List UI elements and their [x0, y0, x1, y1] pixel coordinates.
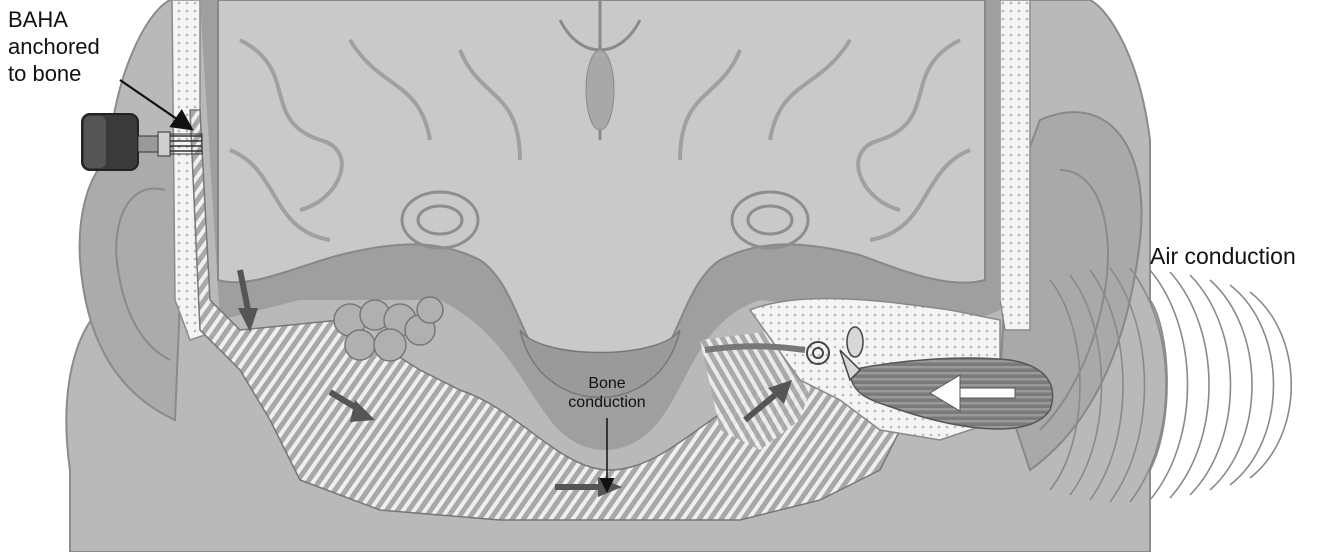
- baha-label-line-2: anchored: [8, 33, 100, 60]
- bone-conduction-label-line-2: conduction: [557, 393, 657, 412]
- ventricle: [586, 50, 614, 130]
- air-conduction-label: Air conduction: [1150, 243, 1296, 270]
- bone-conduction-label-line-1: Bone: [557, 374, 657, 393]
- skull-wall-right: [1000, 0, 1030, 330]
- baha-label-line-3: to bone: [8, 60, 100, 87]
- baha-label-line-1: BAHA: [8, 6, 100, 33]
- baha-label: BAHA anchored to bone: [8, 6, 100, 87]
- bone-conduction-label: Bone conduction: [557, 374, 657, 412]
